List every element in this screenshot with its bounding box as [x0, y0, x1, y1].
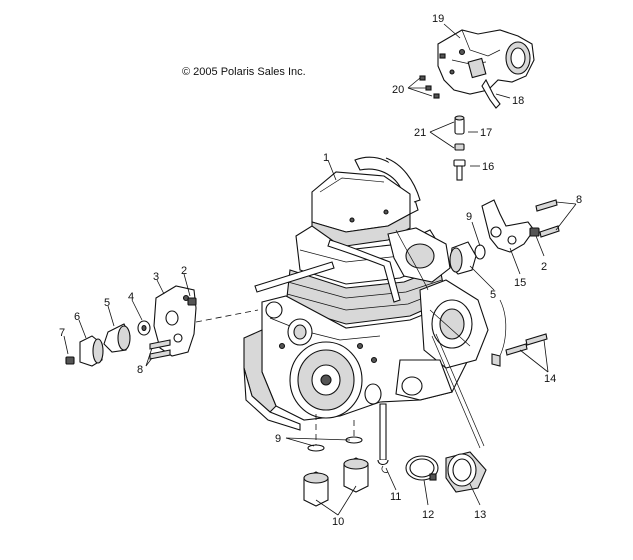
callout-4: 4	[128, 291, 134, 303]
callout-14: 14	[544, 373, 556, 385]
callout-3: 3	[153, 271, 159, 283]
callout-2-right: 2	[541, 261, 547, 273]
callout-1: 1	[323, 152, 329, 164]
callout-12: 12	[422, 509, 434, 521]
callout-2-left: 2	[181, 265, 187, 277]
callout-10: 10	[332, 516, 344, 528]
callout-15: 15	[514, 277, 526, 289]
left-mount-assembly	[65, 285, 259, 367]
right-mount-assembly	[449, 199, 560, 356]
callout-16: 16	[482, 161, 494, 173]
callout-21: 21	[414, 127, 426, 139]
throttle-screws	[419, 53, 446, 99]
copyright-text: © 2005 Polaris Sales Inc.	[182, 66, 306, 78]
callout-13: 13	[474, 509, 486, 521]
callout-7: 7	[59, 327, 65, 339]
throttle-body-assembly	[437, 29, 535, 109]
callout-20: 20	[392, 84, 404, 96]
callout-5-left: 5	[104, 297, 110, 309]
callout-9-bottom: 9	[275, 433, 281, 445]
callout-18: 18	[512, 95, 524, 107]
callout-8-left: 8	[137, 364, 143, 376]
callout-9-top: 9	[466, 211, 472, 223]
callout-19: 19	[432, 13, 444, 25]
sensor-stack	[453, 115, 466, 181]
bottom-mounts	[303, 436, 369, 507]
clamp-and-boot	[405, 451, 487, 493]
callout-6: 6	[74, 311, 80, 323]
engine-block	[243, 156, 507, 473]
callout-11: 11	[390, 491, 401, 503]
callout-labels: 1 2 3 4 5 6 7 8 9 10 11 12 13 14 15 2 8 …	[59, 13, 582, 528]
callout-5-right: 5	[490, 289, 496, 301]
callout-17: 17	[480, 127, 492, 139]
leader-lines	[63, 23, 577, 516]
callout-8-right: 8	[576, 194, 582, 206]
